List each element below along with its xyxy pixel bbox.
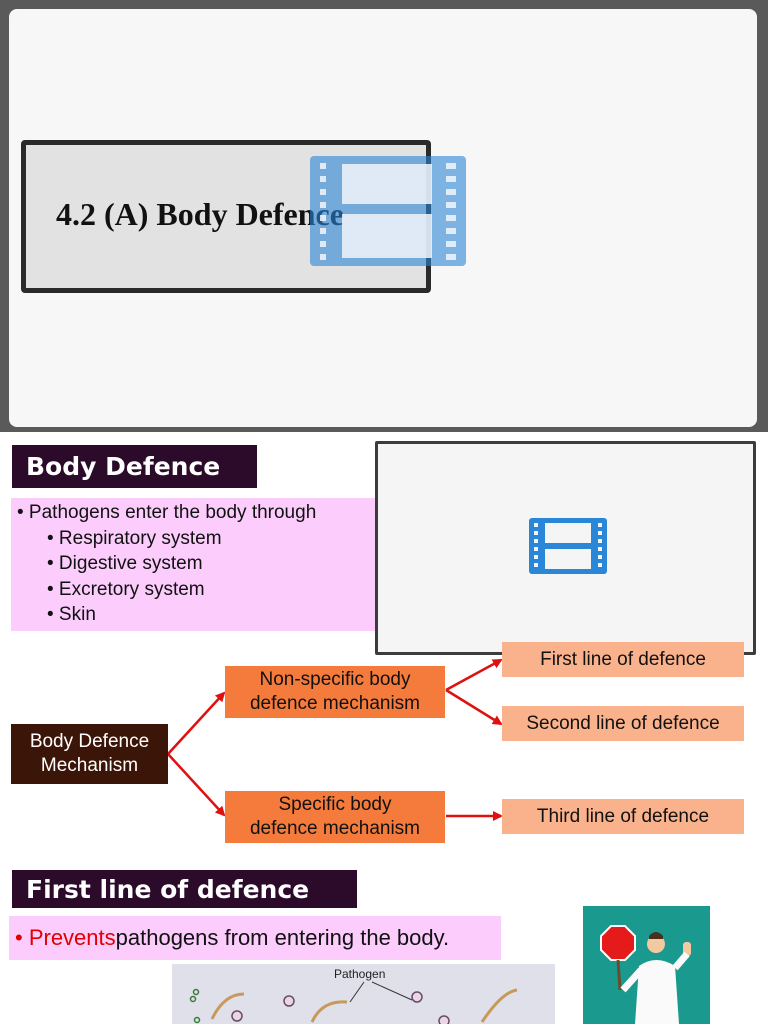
film-icon[interactable] bbox=[310, 156, 466, 266]
slide-title: 4.2 (A) Body Defence bbox=[56, 196, 344, 232]
stop-sign-person-image bbox=[600, 925, 691, 1024]
node-label-line: Specific body bbox=[278, 794, 392, 815]
section-heading: First line of defence bbox=[12, 870, 357, 908]
prevents-statement: • Prevents pathogens from entering the b… bbox=[9, 916, 501, 960]
third-line-node: Third line of defence bbox=[502, 799, 744, 834]
list-item: • Respiratory system bbox=[47, 527, 222, 549]
film-icon[interactable] bbox=[529, 518, 607, 574]
stop-pathogen-illustration bbox=[583, 906, 710, 1024]
list-item: • Excretory system bbox=[47, 578, 205, 600]
body-defence-mechanism-node: Body Defence Mechanism bbox=[11, 724, 168, 784]
node-label-line: Mechanism bbox=[40, 755, 139, 776]
non-specific-mechanism-node: Non-specific body defence mechanism bbox=[225, 666, 445, 718]
flow-arrows bbox=[167, 658, 503, 821]
pathogen-entry-list: • Pathogens enter the body through • Res… bbox=[11, 498, 408, 631]
section-heading: Body Defence bbox=[12, 445, 257, 488]
pathogen-intro: • Pathogens enter the body through bbox=[17, 502, 317, 523]
node-label-line: defence mechanism bbox=[249, 818, 421, 839]
pathogen-illustration: Pathogen bbox=[189, 967, 518, 1024]
second-line-node: Second line of defence bbox=[502, 706, 744, 741]
list-item: • Skin bbox=[47, 604, 96, 625]
first-line-node: First line of defence bbox=[502, 642, 744, 677]
pathogen-diagram: Pathogen bbox=[172, 964, 555, 1024]
node-label-line: Non-specific body bbox=[259, 669, 411, 690]
node-label-line: defence mechanism bbox=[249, 693, 421, 714]
specific-mechanism-node: Specific body defence mechanism bbox=[225, 791, 445, 843]
prevents-keyword: • Prevents bbox=[15, 925, 116, 950]
list-item: • Digestive system bbox=[47, 553, 203, 574]
node-label-line: Body Defence bbox=[29, 731, 150, 752]
pathogen-label: Pathogen bbox=[334, 967, 385, 981]
prevents-text: pathogens from entering the body. bbox=[115, 925, 450, 950]
